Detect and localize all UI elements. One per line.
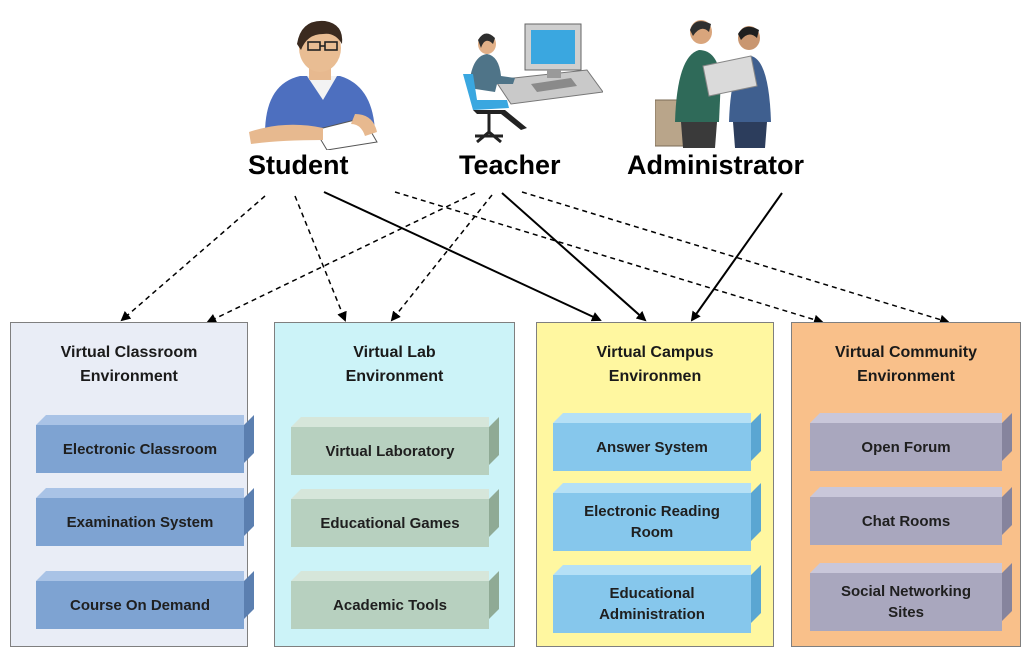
module-box: Social Networking Sites: [810, 573, 1002, 631]
module-box: Virtual Laboratory: [291, 427, 489, 475]
panel-virtual-lab: Virtual Lab Environment Virtual Laborato…: [274, 322, 515, 647]
module-label: Open Forum: [861, 438, 951, 456]
module-label: Virtual Laboratory: [325, 442, 455, 460]
arrow-teacher-community: [521, 191, 950, 325]
teacher-computer-icon: [463, 23, 603, 144]
connection-arrows: [120, 191, 950, 325]
panel-title: Virtual Classroom Environment: [60, 344, 198, 385]
actor-label-student: Student: [248, 150, 349, 180]
module-label: Social Networking Sites: [840, 583, 972, 621]
module-box: Educational Games: [291, 499, 489, 547]
module-label: Chat Rooms: [861, 512, 951, 530]
module-box: Electronic Classroom: [36, 425, 244, 473]
arrow-student-classroom: [120, 195, 266, 322]
arrow-student-lab: [294, 195, 347, 322]
arrow-teacher-lab: [390, 194, 493, 322]
module-box: Answer System: [553, 423, 751, 471]
module-box: Electronic Reading Room: [553, 493, 751, 551]
panel-virtual-classroom: Virtual Classroom Environment Electronic…: [10, 322, 248, 647]
module-box: Academic Tools: [291, 581, 489, 629]
module-label: Electronic Reading Room: [584, 503, 720, 541]
module-box: Open Forum: [810, 423, 1002, 471]
arrow-teacher-campus: [501, 192, 647, 322]
administrator-icon: [655, 20, 771, 148]
module-box: Course On Demand: [36, 581, 244, 629]
student-icon: [249, 20, 378, 150]
arrow-administrator-campus: [690, 192, 783, 322]
module-label: Educational Administration: [599, 585, 705, 623]
panel-virtual-campus: Virtual Campus Environmen Answer System …: [536, 322, 774, 647]
panel-virtual-community: Virtual Community Environment Open Forum…: [791, 322, 1021, 647]
module-label: Academic Tools: [333, 596, 447, 614]
module-box: Examination System: [36, 498, 244, 546]
actor-label-administrator: Administrator: [627, 150, 805, 180]
module-label: Electronic Classroom: [62, 440, 218, 458]
arrow-teacher-classroom: [206, 192, 476, 324]
module-label: Educational Games: [320, 514, 460, 532]
module-label: Answer System: [596, 438, 708, 456]
panel-title: Virtual Lab Environment: [345, 344, 444, 385]
arrow-student-community: [394, 191, 824, 325]
module-box: Educational Administration: [553, 575, 751, 633]
module-label: Course On Demand: [69, 596, 211, 614]
module-label: Examination System: [66, 513, 214, 531]
arrow-student-campus: [323, 191, 602, 322]
panel-title: Virtual Community Environment: [835, 344, 977, 385]
actor-label-teacher: Teacher: [459, 150, 561, 180]
panel-title: Virtual Campus Environmen: [596, 344, 714, 385]
module-box: Chat Rooms: [810, 497, 1002, 545]
